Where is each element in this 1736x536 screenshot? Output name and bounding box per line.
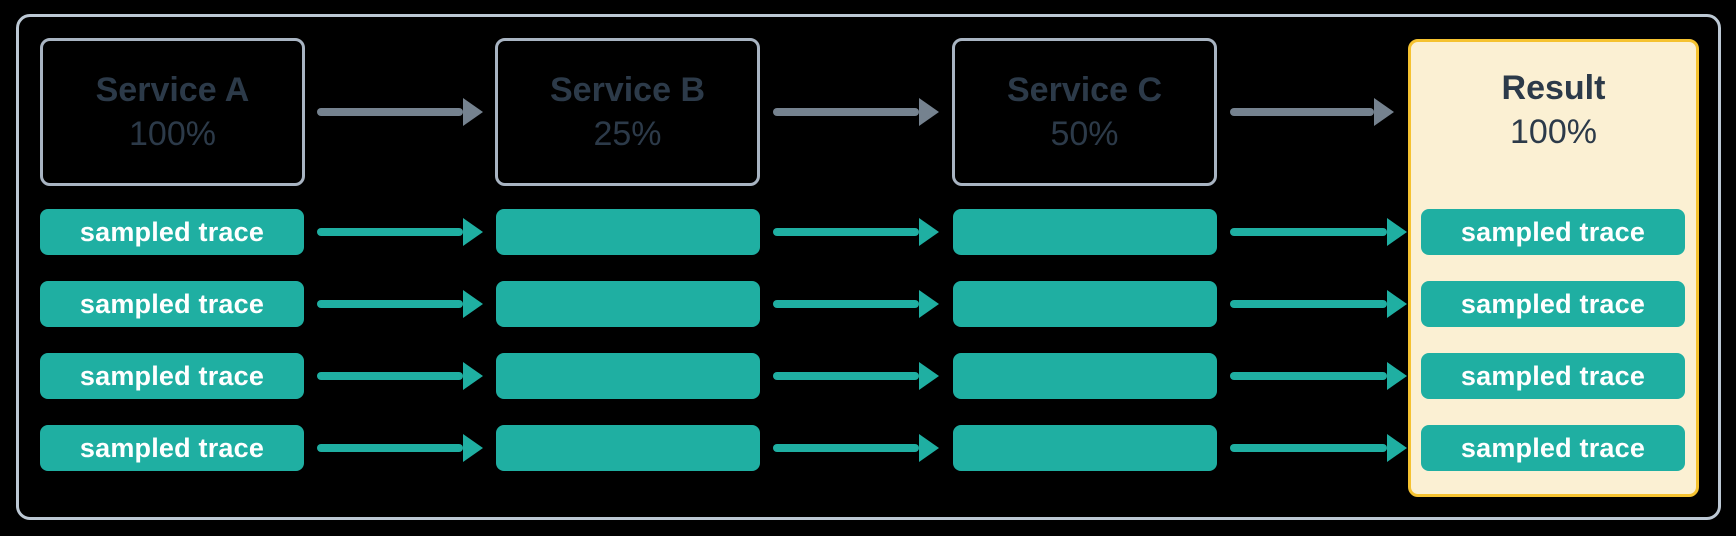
sampled-trace-label: sampled trace: [1460, 360, 1646, 391]
arrow-head-icon: [919, 98, 939, 126]
arrow-shaft: [1230, 444, 1387, 452]
arrow-service-c-to-result: [1230, 98, 1394, 126]
arrow-shaft: [1230, 108, 1374, 116]
sampled-trace-label: sampled trace: [79, 288, 265, 319]
trace-pill: [496, 209, 760, 255]
arrow-head-icon: [463, 98, 483, 126]
service-a-box: Service A 100%: [40, 38, 305, 186]
arrow-head-icon: [919, 434, 939, 462]
sampled-trace-pill: sampled trace: [1421, 209, 1685, 255]
sampled-trace-pill: sampled trace: [40, 281, 304, 327]
arrow-shaft: [773, 108, 919, 116]
service-b-sampling-rate: 25%: [593, 115, 662, 153]
arrow-shaft: [317, 444, 463, 452]
service-a-sampling-rate: 100%: [129, 115, 216, 153]
trace-arrow: [773, 362, 939, 390]
arrow-shaft: [317, 372, 463, 380]
service-c-name: Service C: [1007, 71, 1162, 109]
arrow-shaft: [773, 228, 919, 236]
sampled-trace-pill: sampled trace: [1421, 353, 1685, 399]
sampled-trace-label: sampled trace: [79, 360, 265, 391]
trace-pill: [953, 353, 1217, 399]
arrow-shaft: [317, 228, 463, 236]
sampled-trace-pill: sampled trace: [40, 425, 304, 471]
sampled-trace-pill: sampled trace: [1421, 425, 1685, 471]
arrow-head-icon: [463, 290, 483, 318]
arrow-head-icon: [463, 362, 483, 390]
arrow-shaft: [317, 300, 463, 308]
arrow-head-icon: [1387, 362, 1407, 390]
trace-arrow: [1230, 290, 1407, 318]
trace-arrow: [1230, 434, 1407, 462]
trace-arrow: [317, 290, 483, 318]
sampled-trace-label: sampled trace: [1460, 432, 1646, 463]
arrow-head-icon: [1374, 98, 1394, 126]
arrow-head-icon: [1387, 434, 1407, 462]
service-b-name: Service B: [550, 71, 705, 109]
arrow-shaft: [773, 372, 919, 380]
trace-arrow: [1230, 218, 1407, 246]
arrow-shaft: [1230, 228, 1387, 236]
sampled-trace-label: sampled trace: [79, 432, 265, 463]
trace-arrow: [773, 218, 939, 246]
sampled-trace-label: sampled trace: [1460, 216, 1646, 247]
service-c-box: Service C 50%: [952, 38, 1217, 186]
arrow-shaft: [1230, 300, 1387, 308]
arrow-service-a-to-b: [317, 98, 483, 126]
trace-pill: [496, 425, 760, 471]
arrow-head-icon: [919, 218, 939, 246]
trace-pill: [496, 353, 760, 399]
result-title: Result: [1501, 69, 1606, 107]
trace-arrow: [773, 434, 939, 462]
result-box: Result 100% sampled trace sampled trace …: [1408, 39, 1699, 497]
arrow-shaft: [773, 444, 919, 452]
arrow-service-b-to-c: [773, 98, 939, 126]
arrow-shaft: [317, 108, 463, 116]
arrow-shaft: [773, 300, 919, 308]
arrow-head-icon: [919, 362, 939, 390]
arrow-head-icon: [463, 218, 483, 246]
trace-pill: [953, 425, 1217, 471]
result-sampling-rate: 100%: [1510, 113, 1597, 151]
sampled-trace-label: sampled trace: [1460, 288, 1646, 319]
trace-arrow: [317, 362, 483, 390]
trace-pill: [953, 281, 1217, 327]
service-a-name: Service A: [95, 71, 250, 109]
sampled-trace-pill: sampled trace: [40, 353, 304, 399]
trace-pill: [496, 281, 760, 327]
arrow-head-icon: [1387, 218, 1407, 246]
diagram-frame: [16, 14, 1721, 520]
trace-arrow: [773, 290, 939, 318]
sampled-trace-pill: sampled trace: [40, 209, 304, 255]
arrow-head-icon: [463, 434, 483, 462]
trace-arrow: [1230, 362, 1407, 390]
trace-arrow: [317, 434, 483, 462]
service-b-box: Service B 25%: [495, 38, 760, 186]
arrow-head-icon: [1387, 290, 1407, 318]
trace-arrow: [317, 218, 483, 246]
sampled-trace-label: sampled trace: [79, 216, 265, 247]
sampled-trace-pill: sampled trace: [1421, 281, 1685, 327]
service-c-sampling-rate: 50%: [1050, 115, 1119, 153]
arrow-head-icon: [919, 290, 939, 318]
arrow-shaft: [1230, 372, 1387, 380]
trace-pill: [953, 209, 1217, 255]
